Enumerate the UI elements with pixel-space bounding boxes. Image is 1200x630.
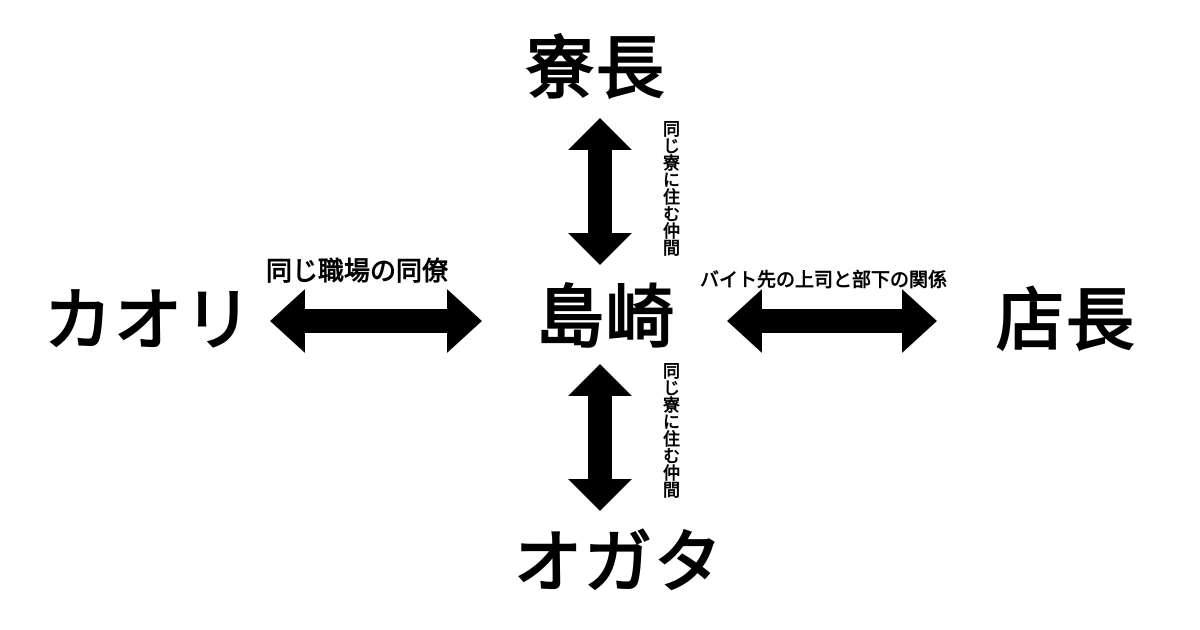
node-shimazaki: 島崎 bbox=[536, 279, 677, 358]
edge-label-right: バイト先の上司と部下の関係 bbox=[700, 269, 948, 291]
arrow-top-center bbox=[568, 118, 632, 265]
arrow-left-center bbox=[270, 289, 482, 353]
node-kaori: カオリ bbox=[44, 282, 255, 361]
edge-label-top: 同じ寮に住む仲間 bbox=[659, 120, 679, 256]
arrow-center-right bbox=[727, 289, 937, 353]
edge-label-left: 同じ職場の同僚 bbox=[266, 257, 449, 287]
node-ryocho: 寮長 bbox=[526, 30, 667, 109]
arrow-center-bottom bbox=[568, 364, 632, 511]
edge-label-bottom: 同じ寮に住む仲間 bbox=[659, 362, 679, 498]
node-tencho: 店長 bbox=[996, 282, 1137, 361]
node-ogata: オガタ bbox=[514, 524, 725, 603]
